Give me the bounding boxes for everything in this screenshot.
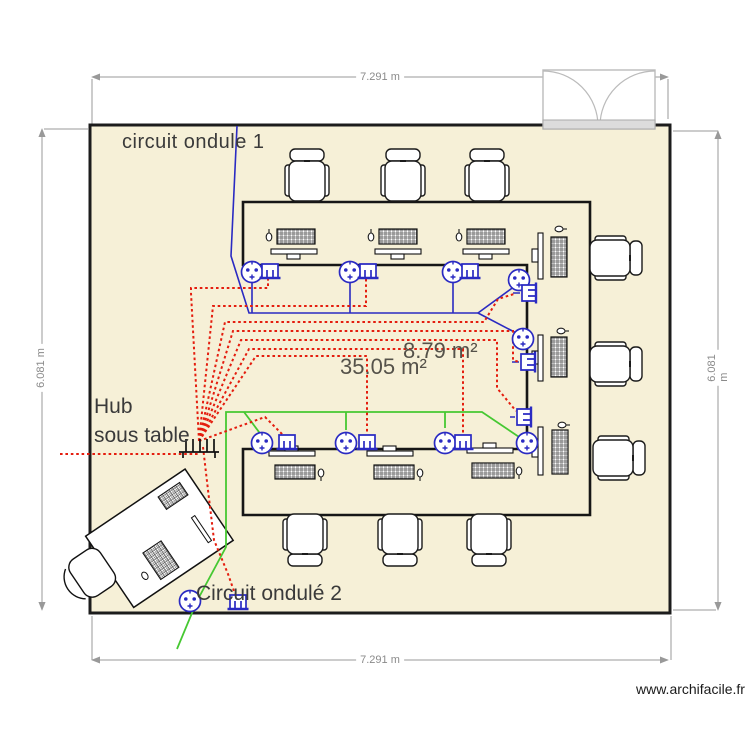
workstation[interactable] — [270, 228, 510, 260]
dimension-height-left: 6.081 m — [35, 344, 47, 392]
hub-icon[interactable] — [179, 439, 219, 458]
power-outlet-icon[interactable] — [334, 431, 358, 455]
chair[interactable] — [464, 148, 510, 202]
chair[interactable] — [592, 435, 646, 481]
chair[interactable] — [589, 235, 643, 281]
network-socket-icon[interactable] — [458, 262, 482, 280]
dimension-height-right: 6.081 m — [706, 350, 730, 386]
power-outlet-icon[interactable] — [511, 327, 535, 351]
dimension-width-bottom: 7.291 m — [356, 654, 404, 666]
chair[interactable] — [380, 148, 426, 202]
network-socket-icon[interactable] — [258, 262, 282, 280]
dimension-width-top: 7.291 m — [356, 71, 404, 83]
power-outlet-icon[interactable] — [433, 431, 457, 455]
power-outlet-icon[interactable] — [441, 260, 465, 284]
chair[interactable] — [377, 513, 423, 567]
circuit-ondule-1-wire[interactable] — [230, 125, 521, 418]
power-outlet-icon[interactable] — [250, 431, 274, 455]
chair[interactable] — [282, 513, 328, 567]
network-socket-icon[interactable] — [275, 433, 299, 451]
workstation[interactable] — [531, 232, 569, 476]
network-socket-icon[interactable] — [519, 350, 537, 374]
network-socket-icon[interactable] — [451, 433, 475, 451]
corner-desk[interactable] — [49, 468, 235, 632]
hub-label-line2: sous table — [94, 424, 190, 447]
inner-area-label: 8.79 m² — [403, 338, 478, 363]
power-outlet-icon[interactable] — [338, 260, 362, 284]
chair[interactable] — [284, 148, 330, 202]
network-socket-icon[interactable] — [356, 262, 380, 280]
network-socket-icon[interactable] — [520, 281, 538, 305]
hub-label[interactable]: Hub sous table — [94, 392, 190, 450]
power-outlet-icon[interactable] — [240, 260, 264, 284]
workstation[interactable] — [268, 442, 515, 480]
network-socket-icon[interactable] — [355, 433, 379, 451]
chair[interactable] — [589, 341, 643, 387]
network-cables-wire[interactable] — [60, 279, 520, 595]
chair[interactable] — [466, 513, 512, 567]
network-socket-icon[interactable] — [515, 405, 533, 429]
double-door-icon[interactable] — [542, 69, 656, 130]
circuit-2-label[interactable]: Circuit ondulé 2 — [196, 582, 342, 605]
hub-label-line1: Hub — [94, 395, 133, 418]
room-area-label: 35.05 m² — [340, 354, 427, 379]
power-outlet-icon[interactable] — [515, 431, 539, 455]
circuit-1-label[interactable]: circuit ondule 1 — [122, 131, 265, 153]
archifacile-watermark: www.archifacile.fr — [636, 681, 745, 697]
